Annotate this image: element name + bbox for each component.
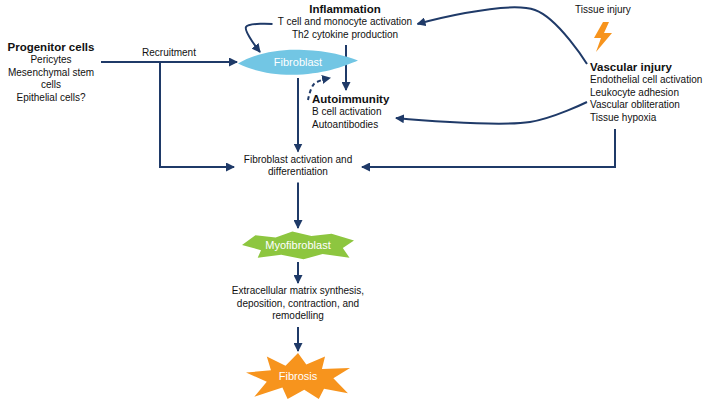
group-item: Mesenchymal stem cells [4, 67, 98, 92]
text-block: Vascular injuryEndothelial cell activati… [590, 60, 705, 126]
flow-arrow [297, 327, 299, 351]
flow-arrow [246, 24, 273, 52]
flow-arrow [297, 183, 299, 229]
group-item: Tissue hypoxia [590, 112, 705, 125]
cell-label: Myofibroblast [265, 239, 330, 252]
cell-label: Fibrosis [279, 370, 318, 383]
group-heading: Inflammation [277, 2, 414, 16]
cell-fill [246, 353, 350, 399]
text-block: InflammationT cell and monocyte activati… [277, 2, 414, 43]
group-item: Extracellular matrix synthesis, depositi… [215, 285, 382, 323]
group-item: Endothelial cell activation [590, 74, 705, 87]
group-item: Epithelial cells? [4, 92, 98, 105]
edge-label: Recruitment [142, 47, 196, 59]
cell-shape: Myofibroblast [242, 230, 354, 260]
flow-arrow [297, 262, 299, 283]
note-label: Tissue injury [575, 4, 631, 16]
group-item: Autoantibodies [312, 119, 392, 132]
cell-shape: Fibroblast [238, 47, 358, 77]
cell-label: Fibroblast [274, 56, 322, 69]
group-heading: Vascular injury [590, 60, 705, 74]
flow-arrow [297, 78, 299, 152]
flow-arrow [396, 102, 587, 124]
group-item: Th2 cytokine production [277, 29, 414, 42]
group-item: T cell and monocyte activation [277, 16, 414, 29]
text-block: Fibroblast activation and differentiatio… [237, 154, 359, 181]
text-block: Extracellular matrix synthesis, depositi… [215, 285, 382, 325]
group-item: Fibroblast activation and differentiatio… [237, 154, 359, 179]
flow-arrow [418, 7, 588, 64]
group-item: B cell activation [312, 106, 392, 119]
lightning-bolt [594, 22, 612, 52]
cell-fill [242, 232, 354, 260]
text-block: AutoimmunityB cell activationAutoantibod… [312, 92, 392, 133]
group-item: Pericytes [4, 54, 98, 67]
cell-shape: Fibrosis [246, 353, 350, 399]
flow-arrow [362, 129, 615, 167]
cell-fill [238, 50, 358, 75]
group-heading: Progenitor cells [4, 40, 98, 54]
flow-arrow [345, 45, 347, 90]
text-block: Progenitor cellsPericytesMesenchymal ste… [4, 40, 98, 106]
group-item: Leukocyte adhesion [590, 87, 705, 100]
group-heading: Autoimmunity [312, 92, 392, 106]
flow-arrow [101, 62, 234, 167]
group-item: Vascular obliteration [590, 99, 705, 112]
